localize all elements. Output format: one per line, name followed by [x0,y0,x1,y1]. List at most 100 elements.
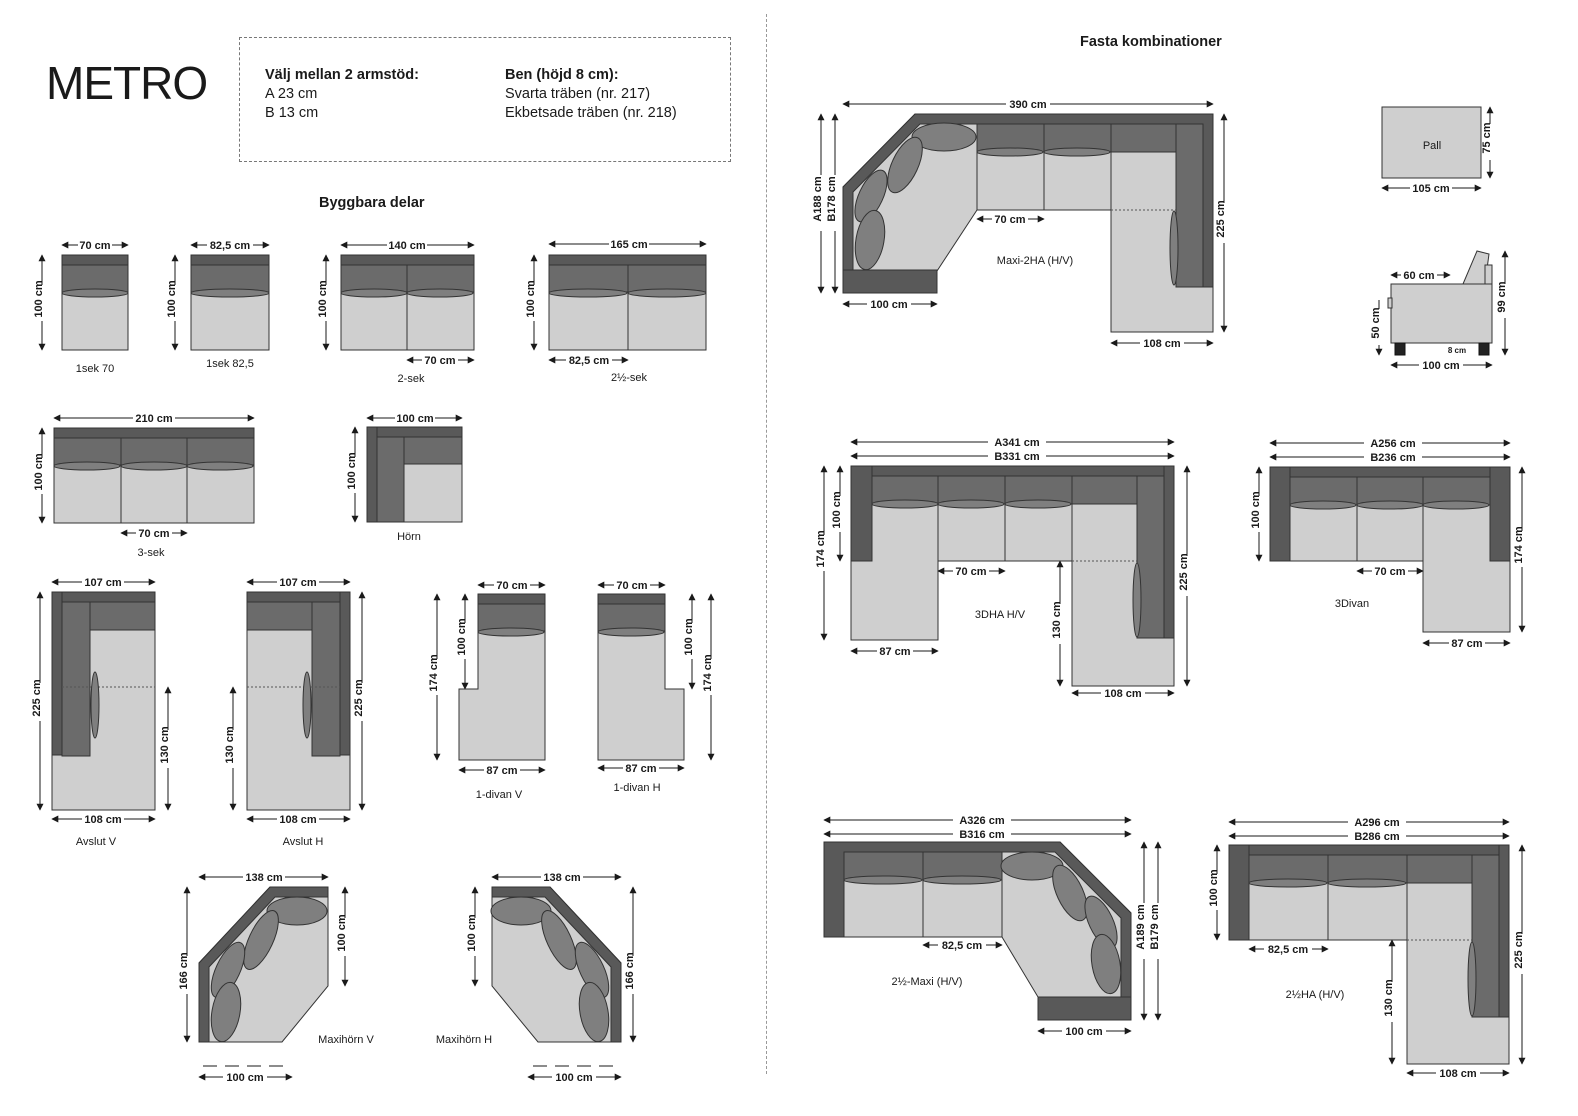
dim-25maxi-depthA: A189 cm [1135,904,1147,949]
label-maxiV: Maxihörn V [318,1034,374,1046]
dim-maxi2ha-depthB: B178 cm [826,176,838,221]
combo-pall: Pall 105 cm 75 cm [1381,106,1496,195]
combo-25-maxi: A326 cm B316 cm 82,5 cm A189 cm B179 cm … [823,814,1164,1038]
part-maxi-corner-right: 138 cm 166 cm 100 cm 100 cm Maxihörn H [436,871,639,1084]
dim-endH-width: 107 cm [279,577,317,589]
dim-divanV-depth: 174 cm [428,654,440,692]
dim-maxiV-depth: 166 cm [178,952,190,990]
dim-3sek-seat: 70 cm [138,528,169,540]
dim-25ha-bottom: 108 cm [1439,1068,1477,1080]
dim-maxi2ha-rightbottom: 108 cm [1143,338,1181,350]
label-25ha: 2½HA (H/V) [1286,989,1345,1001]
dim-side-depth: 100 cm [1422,360,1460,372]
dim-side-leg: 8 cm [1448,346,1466,355]
dim-25sek-width: 165 cm [610,239,648,251]
section-title-buildable: Byggbara delar [319,195,425,211]
dim-1sek70-width: 70 cm [79,240,110,252]
dim-corner-width: 100 cm [396,413,434,425]
dim-divanV-bottom: 87 cm [486,765,517,777]
dim-divanV-back: 100 cm [456,618,468,656]
dim-divanH-bottom: 87 cm [625,763,656,775]
dim-25ha-widthA: A296 cm [1354,817,1399,829]
dim-maxiH-bottom: 100 cm [555,1072,593,1084]
dim-divanV-width: 70 cm [496,580,527,592]
part-divan-right: 70 cm 100 cm 174 cm 87 cm 1-divan H [597,579,717,794]
leg-options: Ben (höjd 8 cm): Svarta träben (nr. 217)… [505,66,677,123]
dim-3dha-back: 100 cm [831,491,843,529]
dim-maxi2ha-width: 390 cm [1009,99,1047,111]
part-1sek-825: 82,5 cm 100 cm 1sek 82,5 [166,239,270,370]
legs-option-black: Svarta träben (nr. 217) [505,86,651,102]
part-maxi-corner-left: 138 cm 166 cm 100 cm 100 cm Maxihörn V [178,871,374,1084]
dim-maxiV-bottom: 100 cm [226,1072,264,1084]
armrest-option-b: B 13 cm [265,105,319,121]
dim-side-seatheight: 50 cm [1370,307,1382,338]
dim-3divan-bottom: 87 cm [1451,638,1482,650]
label-maxiH: Maxihörn H [436,1034,492,1046]
dim-3sek-width: 210 cm [135,413,173,425]
dim-3dha-widthA: A341 cm [994,437,1039,449]
part-3-sek: 210 cm 100 cm 70 cm 3-sek [33,412,255,559]
combo-25-ha: A296 cm B286 cm 100 cm 82,5 cm 130 cm 22… [1208,816,1528,1080]
dim-3sek-depth: 100 cm [33,453,45,491]
armrest-options: Välj mellan 2 armstöd: A 23 cm B 13 cm [265,66,419,123]
dim-divanH-back: 100 cm [683,618,695,656]
dim-2sek-seat: 70 cm [424,355,455,367]
legs-option-oak: Ekbetsade träben (nr. 218) [505,105,677,121]
dim-endH-depth: 225 cm [353,679,365,717]
label-1sek70: 1sek 70 [76,363,115,375]
dim-endH-lounge: 130 cm [224,726,236,764]
dim-endV-width: 107 cm [84,577,122,589]
part-end-left: 107 cm 225 cm 130 cm 108 cm Avslut V [31,576,174,848]
part-end-right: 107 cm 225 cm 130 cm 108 cm Avslut H [224,576,368,848]
dim-25sek-depth: 100 cm [525,280,537,318]
dim-1sek825-depth: 100 cm [166,280,178,318]
dim-corner-depth: 100 cm [346,452,358,490]
dim-25maxi-bottom: 100 cm [1065,1026,1103,1038]
label-divanH: 1-divan H [613,782,660,794]
combo-side-view: 60 cm 99 cm 50 cm 8 cm 100 cm [1370,250,1511,372]
brand-title: METRO [46,57,208,109]
dim-maxiH-width: 138 cm [543,872,581,884]
dim-3dha-widthB: B331 cm [994,451,1039,463]
dim-divanH-depth: 174 cm [702,654,714,692]
armrest-heading: Välj mellan 2 armstöd: [265,67,419,83]
label-pall: Pall [1423,140,1441,152]
dim-maxiH-depth: 166 cm [624,952,636,990]
part-corner: 100 cm 100 cm Hörn [346,412,463,543]
dim-25maxi-widthB: B316 cm [959,829,1004,841]
dim-25maxi-seat: 82,5 cm [942,940,983,952]
dim-3divan-widthA: A256 cm [1370,438,1415,450]
dim-3dha-left: 174 cm [815,530,827,568]
dim-25ha-back: 100 cm [1208,869,1220,907]
dim-2sek-depth: 100 cm [317,280,329,318]
dim-maxiH-side: 100 cm [466,914,478,952]
dim-25ha-widthB: B286 cm [1354,831,1399,843]
dim-maxiV-side: 100 cm [336,914,348,952]
label-maxi2ha: Maxi-2HA (H/V) [997,255,1073,267]
combo-maxi-2ha: 390 cm A188 cm B178 cm 70 cm 100 cm 225 … [812,98,1230,350]
part-1sek-70: 70 cm 100 cm 1sek 70 [33,239,129,375]
part-2-sek: 140 cm 100 cm 70 cm 2-sek [317,239,475,385]
dim-3dha-bottomleft: 87 cm [879,646,910,658]
dim-maxi2ha-right: 225 cm [1215,200,1227,238]
dim-25maxi-depthB: B179 cm [1149,904,1161,949]
dim-2sek-width: 140 cm [388,240,426,252]
dim-maxi2ha-bottom: 100 cm [870,299,908,311]
dim-3divan-right: 174 cm [1513,526,1525,564]
part-divan-left: 70 cm 100 cm 174 cm 87 cm 1-divan V [428,579,546,801]
dim-side-height: 99 cm [1496,281,1508,312]
label-divanV: 1-divan V [476,789,523,801]
dim-25ha-right: 225 cm [1513,931,1525,969]
dim-25ha-lounge: 130 cm [1383,979,1395,1017]
dim-maxiV-width: 138 cm [245,872,283,884]
label-3dha: 3DHA H/V [975,609,1026,621]
dim-1sek825-width: 82,5 cm [210,240,251,252]
dim-side-width: 60 cm [1403,270,1434,282]
label-2sek: 2-sek [398,373,425,385]
dim-pall-width: 105 cm [1412,183,1450,195]
dim-3divan-back: 100 cm [1250,491,1262,529]
section-title-fixed: Fasta kombinationer [1080,34,1222,50]
dim-endH-bottom: 108 cm [279,814,317,826]
